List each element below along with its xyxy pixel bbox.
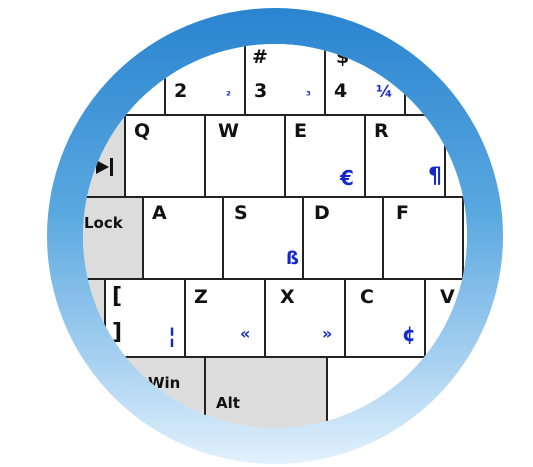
key-alt-label: Alt [216, 394, 240, 412]
key-e-label: E [294, 120, 307, 142]
key-f-label: F [396, 202, 409, 224]
key-bracket-lower: ] [112, 320, 123, 345]
key-2[interactable]: 2 ² [164, 44, 246, 116]
key-shift[interactable] [83, 278, 106, 358]
key-3-lower: 3 [254, 80, 268, 102]
keyboard-layout: 2 ² # 3 ³ $ 4 ¼ Q W [83, 44, 467, 428]
key-w[interactable]: W [204, 114, 286, 198]
key-r-label: R [374, 120, 389, 142]
key-tab[interactable] [83, 114, 126, 198]
key-d-label: D [314, 202, 330, 224]
key-r[interactable]: R ¶ [364, 114, 446, 198]
key-4[interactable]: $ 4 ¼ [324, 44, 406, 116]
key-v[interactable]: V [424, 278, 467, 358]
key-3-alt: ³ [306, 89, 311, 102]
key-e[interactable]: E € [284, 114, 366, 198]
key-bracket-upper: [ [112, 284, 123, 309]
key-q[interactable]: Q [124, 114, 206, 198]
key-c-label: C [360, 286, 374, 308]
key-d[interactable]: D [302, 196, 384, 280]
key-x-alt: » [322, 324, 333, 343]
key-4-lower: 4 [334, 80, 348, 102]
tab-bar-icon [110, 158, 113, 176]
key-ctrl[interactable] [83, 356, 126, 428]
key-s-alt: ß [286, 248, 299, 269]
key-w-label: W [218, 120, 239, 142]
key-4-upper: $ [336, 46, 350, 68]
key-c[interactable]: C ¢ [344, 278, 426, 358]
key-c-alt: ¢ [402, 322, 416, 346]
key-s-label: S [234, 202, 248, 224]
key-f[interactable]: F [382, 196, 464, 280]
key-v-label: V [440, 286, 455, 308]
tab-arrow-icon [96, 160, 109, 174]
key-4-alt: ¼ [376, 82, 393, 101]
key-x-label: X [280, 286, 295, 308]
key-s[interactable]: S ß [222, 196, 304, 280]
key-2-alt: ² [226, 89, 231, 102]
key-a-label: A [152, 202, 167, 224]
key-z-label: Z [194, 286, 208, 308]
key-g[interactable]: G [462, 196, 467, 280]
key-5[interactable] [404, 44, 467, 116]
key-z[interactable]: Z « [184, 278, 266, 358]
key-2-lower: 2 [174, 80, 188, 102]
key-e-alt: € [340, 166, 354, 190]
key-r-alt: ¶ [428, 164, 442, 189]
key-space[interactable] [326, 356, 467, 428]
magnifier-lens: 2 ² # 3 ³ $ 4 ¼ Q W [83, 44, 467, 428]
key-caps-lock[interactable]: Lock [83, 196, 144, 280]
key-t[interactable] [444, 114, 467, 198]
key-q-label: Q [134, 120, 151, 142]
key-win-label: Win [148, 374, 181, 392]
key-caps-lock-label: Lock [84, 214, 123, 232]
key-3[interactable]: # 3 ³ [244, 44, 326, 116]
key-x[interactable]: X » [264, 278, 346, 358]
key-bracket[interactable]: [ ] ¦ [104, 278, 186, 358]
key-3-upper: # [252, 46, 268, 68]
key-a[interactable]: A [142, 196, 224, 280]
key-1[interactable] [110, 44, 166, 116]
key-z-alt: « [240, 324, 251, 343]
key-alt[interactable]: Alt [204, 356, 328, 428]
key-bracket-alt: ¦ [168, 324, 177, 349]
key-win[interactable]: Win [124, 356, 206, 428]
